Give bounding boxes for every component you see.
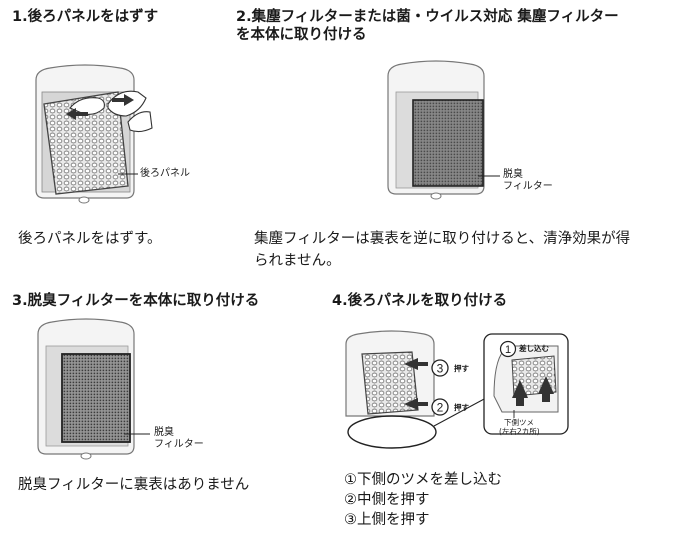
step2-description-line1: 集塵フィルターは裏表を逆に取り付けると、清浄効果が得 [254,231,631,247]
step1-title: 1.後ろパネルをはずす [12,9,159,25]
step4-title: 4.後ろパネルを取り付ける [332,293,508,309]
step1-hands-icon [69,90,153,133]
step4-inset-detail: 1 [483,333,569,435]
step4-step-3-marker-icon: 3 [431,359,449,377]
svg-text:2: 2 [437,401,444,415]
step4-instruction-1: ①下側のツメを差し込む [344,472,502,488]
step2-callout-line2: フィルター [503,181,553,192]
step2-description-line2: られません。 [254,253,341,269]
step4-push-label-2: 押す [454,403,469,412]
svg-text:1: 1 [505,344,511,356]
step4-claw-label-line1: 下側ツメ [504,418,534,427]
step3-callout-line2: フィルター [154,439,204,450]
step1-callout-rear-panel: 後ろパネル [140,168,190,179]
step3-description: 脱臭フィルターに裏表はありません [18,477,250,493]
step4-instruction-2: ②中側を押す [344,492,430,508]
step4-push-label-3: 押す [454,364,469,373]
svg-text:3: 3 [437,362,444,376]
step4-inset-label: 差し込む [519,344,549,353]
step1-rear-panel [43,91,129,195]
step1-pull-arrows [66,94,134,120]
step4-push-arrows [404,358,428,410]
step1-description: 後ろパネルをはずす。 [18,231,162,247]
step3-deodorizing-filter [61,353,131,443]
step2-callout-line1: 脱臭 [503,169,523,180]
step3-callout-line1: 脱臭 [154,427,174,438]
step2-title-line1: 2.集塵フィルターまたは菌・ウイルス対応 集塵フィルター [236,9,619,25]
step4-instruction-3: ③上側を押す [344,512,430,528]
step4-claw-label-line2: (左右2カ所) [499,427,540,436]
step2-dust-filter [412,99,484,187]
step3-title: 3.脱臭フィルターを本体に取り付ける [12,293,260,309]
step4-zoom-circle [347,415,437,449]
step2-title-line2: を本体に取り付ける [236,27,367,43]
step4-step-2-marker-icon: 2 [431,398,449,416]
